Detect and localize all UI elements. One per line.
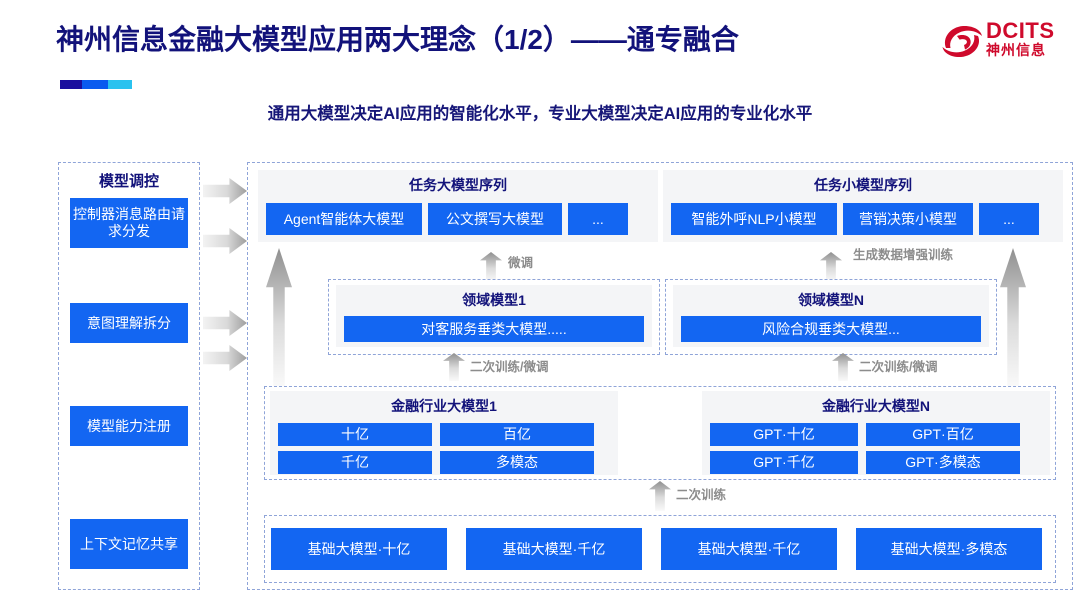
logo-cn-text: 神州信息 [986,42,1046,58]
industry-model-right-title: 金融行业大模型N [821,398,931,414]
task-small-model-item-0[interactable]: 智能外呼NLP小模型 [671,203,837,235]
flow-arrow-right-4-icon [203,345,247,371]
sidebar-item-context-memory[interactable]: 上下文记忆共享 [70,519,188,569]
task-small-model-item-2[interactable]: ... [979,203,1039,235]
industry-model-right-item-1[interactable]: GPT·百亿 [866,423,1020,446]
logo-text: DCITS 神州信息 [986,20,1055,59]
industry-model-right-item-0[interactable]: GPT·十亿 [710,423,858,446]
industry-model-left-item-1[interactable]: 百亿 [440,423,594,446]
task-large-model-item-0[interactable]: Agent智能体大模型 [266,203,422,235]
industry-model-right-item-2[interactable]: GPT·千亿 [710,451,858,474]
page-subtitle: 通用大模型决定AI应用的智能化水平，专业大模型决定AI应用的专业化水平 [267,105,813,123]
sidebar-title: 模型调控 [98,173,159,190]
base-model-item-2[interactable]: 基础大模型·千亿 [661,528,837,570]
company-logo: DCITS 神州信息 [940,18,1068,70]
flow-label-data-augmentation: 生成数据增强训练 [852,248,953,262]
task-large-model-item-2[interactable]: ... [568,203,628,235]
logo-en-text: DCITS [986,18,1055,43]
industry-model-right-item-3[interactable]: GPT·多模态 [866,451,1020,474]
flow-label-retrain: 二次训练 [676,488,727,502]
industry-model-left-item-3[interactable]: 多模态 [440,451,594,474]
accent-segment-3 [107,80,132,89]
domain-model-left-title: 领域模型1 [462,292,526,308]
task-large-model-item-1[interactable]: 公文撰写大模型 [428,203,562,235]
task-small-model-item-1[interactable]: 营销决策小模型 [843,203,973,235]
base-model-item-0[interactable]: 基础大模型·十亿 [271,528,447,570]
sidebar-item-capability-registry[interactable]: 模型能力注册 [70,406,188,446]
industry-model-left-item-0[interactable]: 十亿 [278,423,432,446]
accent-segment-1 [60,80,82,89]
flow-arrow-right-3-icon [203,310,247,336]
flow-arrow-right-1-icon [203,178,247,204]
flow-label-retrain-finetune-left: 二次训练/微调 [470,360,549,374]
industry-model-left-title: 金融行业大模型1 [391,398,497,414]
accent-segment-2 [81,80,108,89]
task-small-model-title: 任务小模型序列 [814,177,912,193]
domain-model-right-title: 领域模型N [797,292,865,308]
flow-label-retrain-finetune-right: 二次训练/微调 [859,360,938,374]
industry-model-left-item-2[interactable]: 千亿 [278,451,432,474]
page-title: 神州信息金融大模型应用两大理念（1/2）——通专融合 [56,24,739,55]
flow-arrow-right-2-icon [203,228,247,254]
base-model-item-3[interactable]: 基础大模型·多模态 [856,528,1042,570]
title-accent-bar [60,80,132,89]
base-model-item-1[interactable]: 基础大模型·千亿 [466,528,642,570]
domain-model-right-item-0[interactable]: 风险合规垂类大模型... [681,316,981,342]
sidebar-item-intent-understanding[interactable]: 意图理解拆分 [70,303,188,343]
sidebar-item-controller-dispatch[interactable]: 控制器消息路由请求分发 [70,198,188,248]
dcits-swirl-logo-icon [942,25,982,58]
page-header: 神州信息金融大模型应用两大理念（1/2）——通专融合 通用大模型决定AI应用的智… [0,0,1080,140]
domain-model-left-item-0[interactable]: 对客服务垂类大模型..... [344,316,644,342]
task-large-model-title: 任务大模型序列 [409,177,507,193]
flow-label-finetune: 微调 [508,256,534,270]
